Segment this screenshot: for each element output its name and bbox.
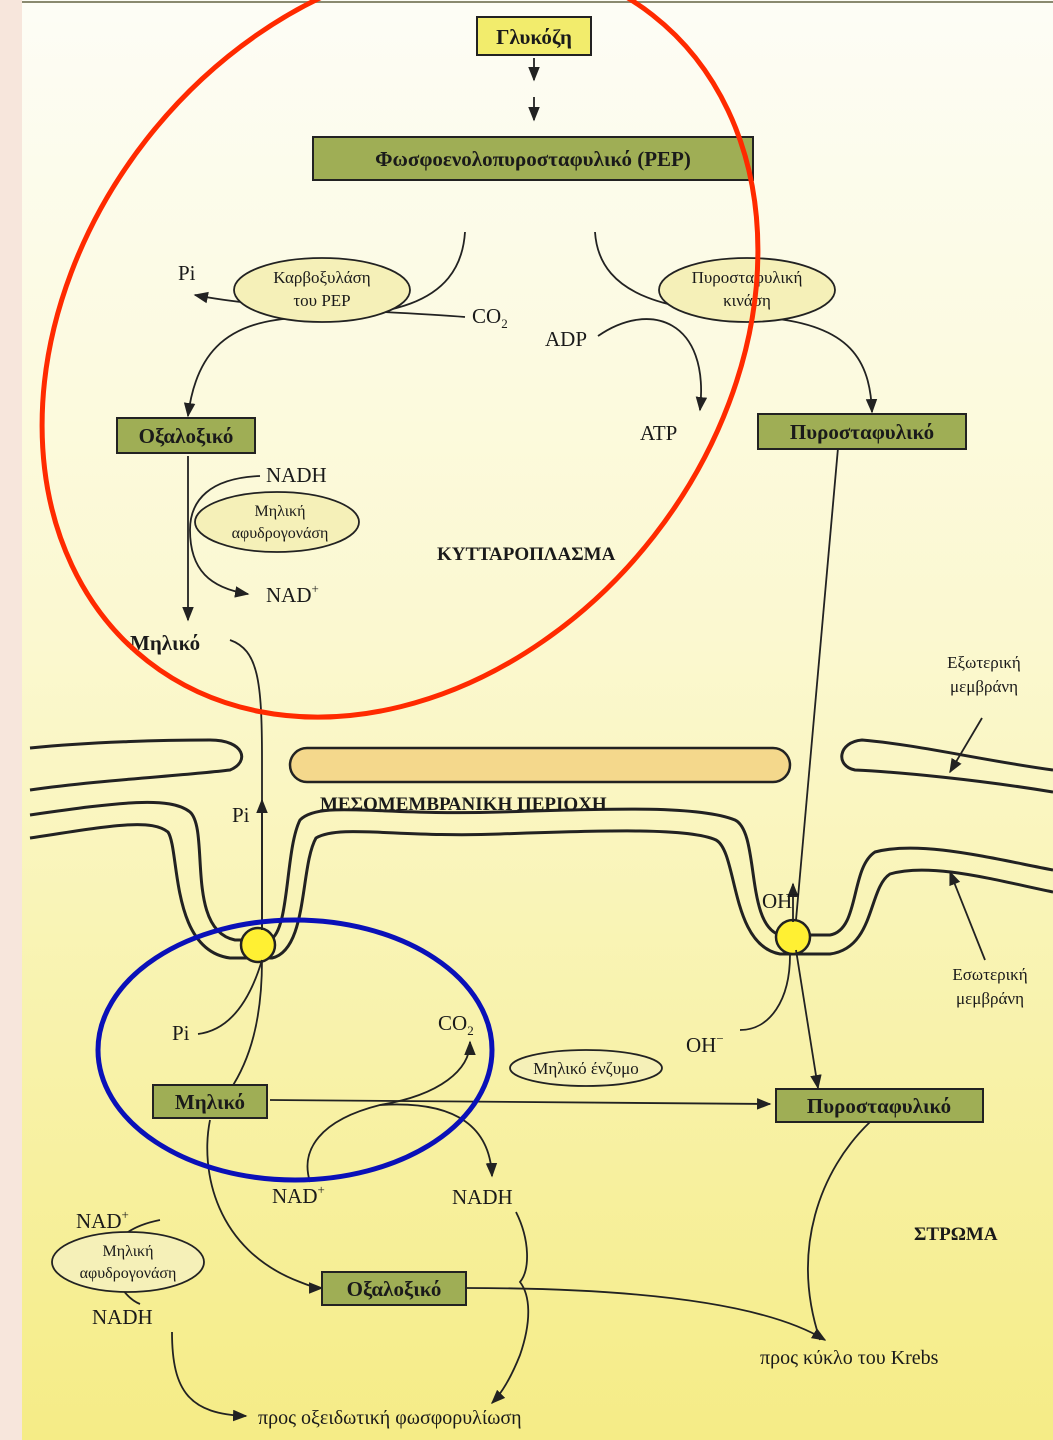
nad-matrix-label: NAD+ [272, 1182, 325, 1208]
atp-label: ATP [640, 421, 677, 445]
cytoplasm-label: ΚΥΤΤΑΡΟΠΛΑΣΜΑ [437, 544, 616, 565]
pep-carboxylase-enzyme: Καρβοξυλάση του PEP [234, 258, 410, 322]
svg-text:Μηλική: Μηλική [103, 1243, 154, 1260]
pi-matrix-label: Pi [172, 1021, 190, 1045]
pi-ims-label: Pi [232, 803, 250, 827]
pyruvate-transporter [776, 920, 810, 954]
svg-text:του PEP: του PEP [293, 291, 350, 310]
pep-label: Φωσφοενολοπυροσταφυλικό (PEP) [375, 147, 691, 171]
intermembrane-space-bar [290, 748, 790, 782]
pyruvate-cyto-box: Πυροσταφυλικό [758, 414, 966, 449]
nad-cyto-label: NAD+ [266, 581, 319, 607]
malic-enzyme: Μηλικό ένζυμο [510, 1050, 662, 1086]
pyruvate-cyto-label: Πυροσταφυλικό [790, 420, 934, 444]
intermembrane-label: ΜΕΣΟΜΕΜΒΡΑΝΙΚΗ ΠΕΡΙΟΧΗ [320, 794, 607, 815]
malate-cyto-label: Μηλικό [130, 631, 200, 655]
oxaloacetate-cyto-label: Οξαλοξικό [139, 424, 234, 448]
malate-dehydrogenase-cyto-enzyme: Μηλική αφυδρογονάση [195, 492, 359, 552]
malate-matrix-box: Μηλικό [153, 1085, 267, 1118]
oxphos-destination-label: προς οξειδωτική φωσφορυλίωση [258, 1407, 522, 1429]
oxaloacetate-cyto-box: Οξαλοξικό [117, 418, 255, 453]
svg-text:Μηλική: Μηλική [255, 503, 306, 520]
nad-left-label: NAD+ [76, 1207, 129, 1233]
adp-label: ADP [545, 327, 587, 351]
pi-top-label: Pi [178, 261, 196, 285]
svg-text:αφυδρογονάση: αφυδρογονάση [232, 525, 329, 542]
malate-transporter [241, 928, 275, 962]
krebs-destination-label: προς κύκλο του Krebs [760, 1347, 939, 1369]
svg-text:μεμβράνη: μεμβράνη [950, 677, 1018, 696]
svg-text:Εσωτερική: Εσωτερική [952, 965, 1027, 984]
svg-text:μεμβράνη: μεμβράνη [956, 989, 1024, 1008]
pyruvate-kinase-enzyme: Πυροσταφυλική κινάση [659, 258, 835, 322]
glucose-label: Γλυκόζη [496, 25, 572, 49]
pep-box: Φωσφοενολοπυροσταφυλικό (PEP) [313, 137, 753, 180]
oxaloacetate-matrix-box: Οξαλοξικό [322, 1272, 466, 1305]
nadh-left-label: NADH [92, 1305, 153, 1329]
svg-text:Εξωτερική: Εξωτερική [947, 653, 1021, 672]
stroma-label: ΣΤΡΩΜΑ [914, 1224, 998, 1245]
malate-matrix-label: Μηλικό [175, 1090, 245, 1114]
oxaloacetate-matrix-label: Οξαλοξικό [347, 1277, 442, 1301]
nadh-cyto-label: NADH [266, 463, 327, 487]
svg-text:Καρβοξυλάση: Καρβοξυλάση [273, 268, 370, 287]
svg-text:Μηλικό ένζυμο: Μηλικό ένζυμο [533, 1059, 638, 1078]
svg-text:Πυροσταφυλική: Πυροσταφυλική [692, 268, 803, 287]
glucose-box: Γλυκόζη [477, 17, 591, 55]
pyruvate-matrix-label: Πυροσταφυλικό [807, 1094, 951, 1118]
malate-dehydrogenase-matrix-enzyme: Μηλική αφυδρογονάση [52, 1232, 204, 1292]
nadh-matrix-label: NADH [452, 1185, 513, 1209]
svg-text:αφυδρογονάση: αφυδρογονάση [80, 1265, 177, 1282]
svg-text:κινάση: κινάση [723, 291, 771, 310]
pyruvate-matrix-box: Πυροσταφυλικό [776, 1089, 983, 1122]
left-strip [0, 0, 22, 1440]
